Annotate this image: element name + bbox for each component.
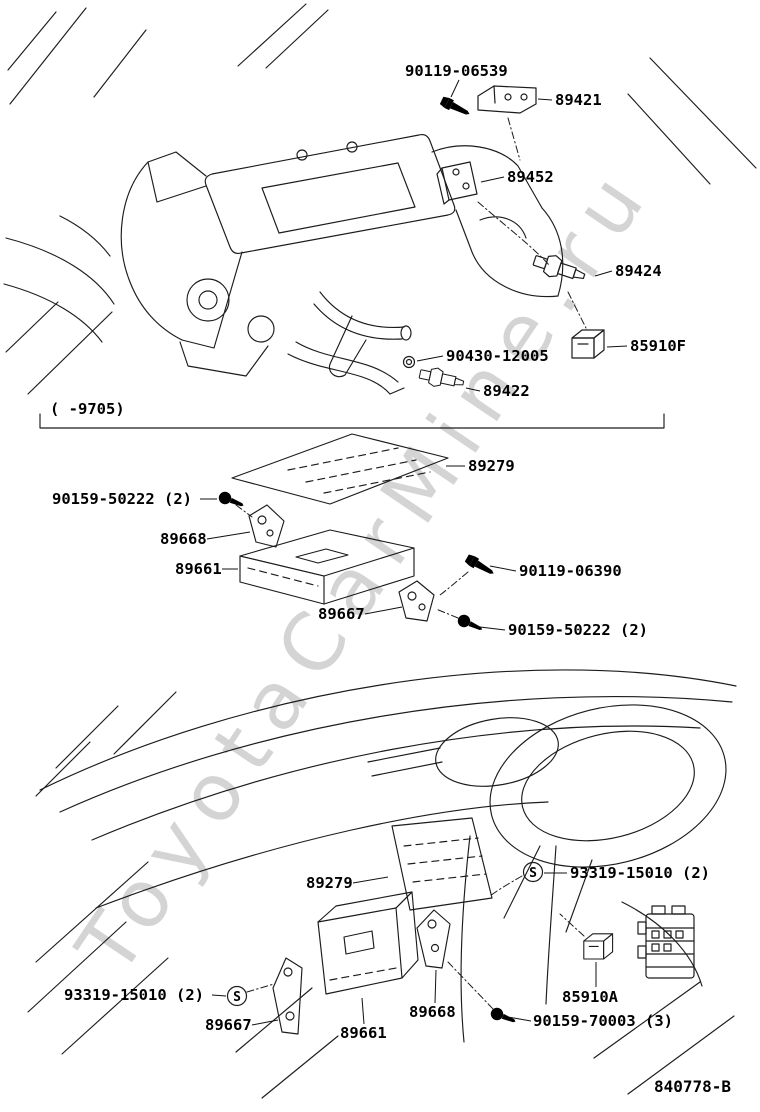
part-icons: S S	[216, 85, 695, 1028]
part-label-90119-06539: 90119-06539	[405, 62, 508, 80]
leader-lines	[200, 79, 628, 1026]
relay-85910F-icon	[571, 329, 605, 359]
dashboard-drawing	[27, 669, 737, 1099]
part-label-89422: 89422	[483, 382, 530, 400]
engine-bay-drawing	[3, 3, 757, 395]
screw-symbol-93319-left: S	[226, 985, 248, 1007]
part-label-89421: 89421	[555, 91, 602, 109]
section-range-label: ( -9705)	[50, 400, 125, 418]
screw-90159-50222-icon-1	[216, 489, 246, 512]
part-label-90119-06390: 90119-06390	[519, 562, 622, 580]
bracket-89421-icon	[477, 85, 537, 114]
diagram-code: 840778-B	[654, 1077, 731, 1096]
part-label-85910A: 85910A	[562, 988, 619, 1006]
part-label-85910F: 85910F	[630, 337, 686, 355]
part-label-93319-15010-right: 93319-15010 (2)	[570, 864, 710, 882]
screw-90159-50222-icon-2	[455, 612, 485, 636]
part-label-93319-15010-left: 93319-15010 (2)	[64, 986, 204, 1004]
junction-block-icon	[637, 905, 695, 979]
part-label-89661-mid: 89661	[175, 560, 222, 578]
part-label-90430-12005: 90430-12005	[446, 347, 549, 365]
part-label-89279-bottom: 89279	[306, 874, 353, 892]
ecu-assembly-drawing	[39, 413, 665, 622]
part-label-89667-bottom: 89667	[205, 1016, 252, 1034]
bolt-90119-06539-icon	[439, 95, 472, 119]
screw-symbol-93319-right: S	[522, 861, 544, 883]
screw-90159-70003-icon	[488, 1005, 518, 1028]
screw-symbol-letter: S	[233, 990, 241, 1005]
bracket-89452-icon	[436, 161, 478, 205]
washer-90430-12005-icon	[402, 355, 416, 369]
sensor-89424-icon	[532, 255, 586, 280]
part-label-90159-50222-left: 90159-50222 (2)	[52, 490, 192, 508]
part-label-89667-mid: 89667	[318, 605, 365, 623]
part-label-89279-mid: 89279	[468, 457, 515, 475]
relay-85910A-icon	[583, 933, 614, 960]
part-label-89424: 89424	[615, 262, 662, 280]
part-label-89668-mid: 89668	[160, 530, 207, 548]
part-label-90159-70003: 90159-70003 (3)	[533, 1012, 673, 1030]
bolt-90119-06390-icon	[464, 553, 497, 579]
part-label-89452: 89452	[507, 168, 554, 186]
part-label-89668-bottom: 89668	[409, 1003, 456, 1021]
part-label-90159-50222-right: 90159-50222 (2)	[508, 621, 648, 639]
part-labels: 90119-06539 89421 89452 89424 85910F 904…	[50, 62, 731, 1096]
screw-symbol-letter: S	[529, 866, 537, 881]
sensor-89422-icon	[418, 367, 465, 387]
part-label-89661-bottom: 89661	[340, 1024, 387, 1042]
